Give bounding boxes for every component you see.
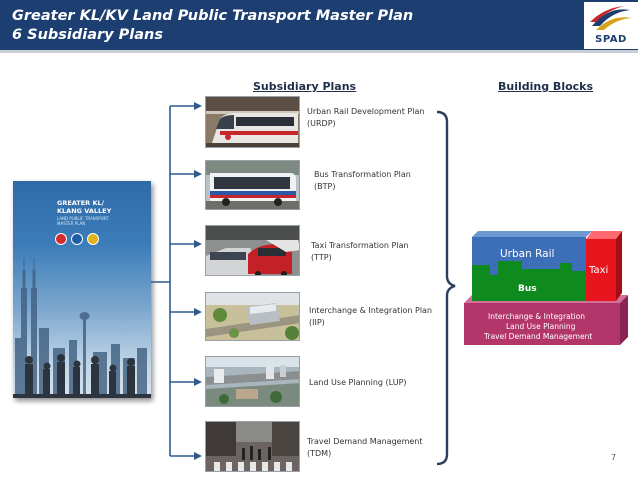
plan-code: (TDM) xyxy=(307,449,332,458)
building-blocks-heading: Building Blocks xyxy=(498,80,594,93)
title-bar xyxy=(0,0,638,50)
logo-text: SPAD xyxy=(595,34,627,45)
base-block xyxy=(464,303,620,345)
plan-name: Taxi Transformation Plan xyxy=(311,241,409,250)
bus-label: Bus xyxy=(518,284,537,294)
master-plan-cover: GREATER KL/ KLANG VALLEY LAND PUBLIC TRA… xyxy=(13,181,151,398)
plan-code: (URDP) xyxy=(307,119,336,128)
cover-subtitle: LAND PUBLIC TRANSPORT MASTER PLAN xyxy=(57,216,109,226)
bus-photo xyxy=(205,160,300,210)
plan-label-urdp: Urban Rail Development Plan (URDP) xyxy=(307,106,424,130)
base-label-land-use: Land Use Planning xyxy=(506,322,576,331)
spad-emblem-icon xyxy=(590,6,632,30)
subsidiary-plans-heading: Subsidiary Plans xyxy=(253,80,357,93)
bus-block xyxy=(472,261,586,301)
taxi-label: Taxi xyxy=(589,265,609,276)
cover-rail-icon xyxy=(87,233,99,245)
plan-name: Bus Transformation Plan xyxy=(314,170,411,179)
pedestrian-crossing-photo xyxy=(205,421,300,472)
slide-title: Greater KL/KV Land Public Transport Mast… xyxy=(12,8,414,24)
plan-label-btp: Bus Transformation Plan (BTP) xyxy=(314,169,411,193)
base-label-interchange: Interchange & Integration xyxy=(488,312,585,321)
plan-name: Land Use Planning (LUP) xyxy=(309,378,407,387)
taxi-traffic-photo xyxy=(205,225,300,276)
cover-taxi-icon xyxy=(55,233,67,245)
cover-bus-icon xyxy=(71,233,83,245)
cover-mode-icons xyxy=(55,233,115,247)
taxi-block xyxy=(586,239,616,301)
plan-code: (BTP) xyxy=(314,182,336,191)
land-use-aerial-photo xyxy=(205,356,300,407)
plan-label-ttp: Taxi Transformation Plan (TTP) xyxy=(311,240,409,264)
cover-skyline-illustration xyxy=(13,258,151,398)
interchange-photo xyxy=(205,292,300,341)
plan-label-tdm: Travel Demand Management (TDM) xyxy=(307,436,423,460)
plan-label-iip: Interchange & Integration Plan (IIP) xyxy=(309,305,432,329)
plan-code: (TTP) xyxy=(311,253,332,262)
plan-name: Urban Rail Development Plan xyxy=(307,107,425,116)
spad-logo: SPAD xyxy=(584,2,638,49)
plan-label-lup: Land Use Planning (LUP) xyxy=(309,377,407,389)
plan-code: (IIP) xyxy=(309,318,325,327)
base-label-travel-demand: Travel Demand Management xyxy=(484,332,593,341)
plan-name: Interchange & Integration Plan xyxy=(309,306,433,315)
title-bar-divider xyxy=(0,50,638,53)
slide-subtitle: 6 Subsidiary Plans xyxy=(12,27,164,43)
grouping-brace xyxy=(436,110,456,466)
urban-rail-label: Urban Rail xyxy=(500,248,555,260)
building-blocks-diagram: Urban Rail Taxi Bus Interchange & Integr… xyxy=(462,231,628,347)
urban-rail-train-photo xyxy=(205,96,300,148)
plan-name: Travel Demand Management xyxy=(307,437,423,446)
page-number: 7 xyxy=(611,453,617,462)
cover-title: GREATER KL/ KLANG VALLEY xyxy=(57,199,112,215)
